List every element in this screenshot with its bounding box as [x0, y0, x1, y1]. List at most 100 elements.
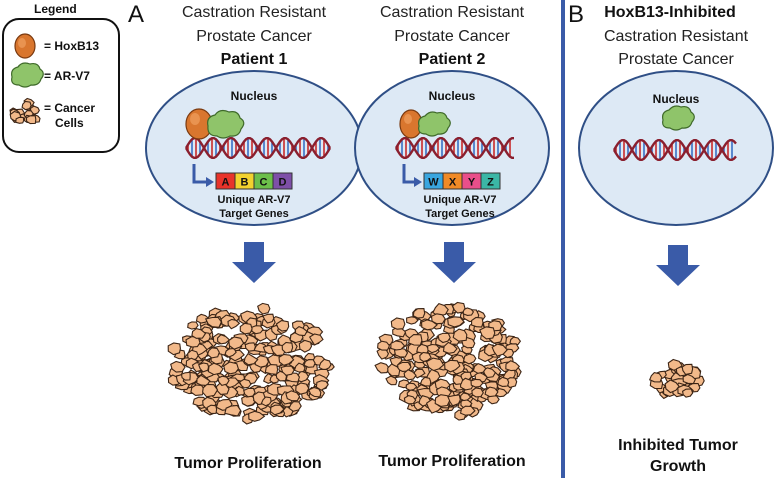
cancer-cell — [294, 325, 308, 337]
patient-1-result: Tumor Proliferation — [174, 455, 321, 472]
cancer-cell — [479, 326, 496, 340]
patient-1-gene-caption-line2: Target Genes — [219, 208, 289, 220]
gene-label: Y — [468, 177, 476, 189]
cancer-cell — [664, 379, 680, 394]
cancer-cell — [403, 369, 417, 381]
patient-2-transcription-arrow — [402, 164, 416, 184]
cancer-cell — [285, 390, 301, 402]
cancer-cell — [244, 342, 256, 352]
patient-2-tumor — [374, 301, 522, 421]
cancer-cell — [191, 327, 207, 339]
cancer-cell — [239, 322, 253, 335]
patient-1-nucleus-label: Nucleus — [231, 89, 278, 103]
cancer-cell — [318, 358, 332, 371]
gene-label: X — [449, 177, 457, 189]
cancer-cell — [434, 394, 451, 407]
cancer-cell — [15, 116, 25, 124]
cancer-cell — [308, 333, 324, 346]
cancer-cell — [444, 359, 461, 373]
cancer-cell — [403, 395, 417, 405]
cancer-cell — [197, 362, 210, 373]
patient-1-tumor — [167, 302, 335, 425]
legend-title: Legend — [34, 2, 77, 16]
cancer-cell — [223, 361, 240, 375]
cancer-cell — [207, 362, 224, 376]
cancer-cell — [387, 363, 401, 377]
cancer-cell — [280, 365, 295, 376]
panel-b-title-line2: Castration Resistant — [604, 28, 749, 45]
panel-a-letter: A — [128, 1, 144, 28]
cancer-cell — [295, 382, 310, 395]
cancer-cell — [484, 386, 499, 398]
legend-cancer-label-line1: = Cancer — [44, 101, 95, 115]
gene-box — [480, 172, 501, 190]
patient-2-transcription-arrowhead — [414, 177, 422, 187]
cancer-cell — [281, 341, 294, 354]
cancer-cell — [264, 364, 279, 375]
cancer-cell — [505, 360, 521, 372]
panel-divider — [561, 0, 565, 478]
panel-b-down-arrow — [656, 245, 700, 286]
patient-2-label: Patient 2 — [419, 51, 486, 68]
legend-cancer-label-line2: Cells — [55, 116, 84, 130]
cancer-cell — [260, 396, 272, 407]
cancer-cell — [170, 360, 186, 373]
legend-hoxb13-label: = HoxB13 — [44, 39, 99, 53]
panel-b: B HoxB13-Inhibited Castration Resistant … — [568, 1, 774, 475]
patient-1-dna — [184, 136, 332, 160]
cancer-cell — [243, 387, 256, 398]
gene-box — [272, 172, 293, 190]
cancer-cell — [238, 378, 252, 389]
cancer-cell — [195, 313, 210, 324]
cancer-cell — [377, 340, 391, 351]
cancer-cell — [288, 401, 302, 412]
cancer-cell — [21, 100, 32, 111]
gene-label: Z — [487, 177, 494, 189]
cancer-cell — [437, 332, 451, 344]
cancer-cell — [430, 313, 446, 325]
cancer-cell — [447, 316, 465, 328]
cancer-cell — [648, 371, 663, 383]
cancer-cell — [278, 353, 295, 366]
dna-strand — [612, 138, 737, 162]
cancer-cell — [460, 392, 472, 402]
panel-b-title-line1: HoxB13-Inhibited — [604, 4, 736, 21]
patient-1-arv7 — [207, 109, 245, 139]
dna-strand — [612, 138, 737, 162]
patient-2-gene-caption-line2: Target Genes — [425, 208, 495, 220]
cancer-cell — [217, 334, 231, 345]
gene-label: D — [279, 177, 287, 189]
cancer-cell — [471, 316, 484, 328]
cancer-cell — [224, 404, 242, 417]
cancer-cell — [167, 342, 181, 356]
cancer-cell — [303, 359, 316, 368]
cancer-cell — [482, 367, 497, 379]
patient-1-transcription-arrow — [192, 164, 208, 184]
panel-b-result-line2: Growth — [650, 458, 706, 475]
cancer-cell — [227, 318, 241, 330]
dna-strand — [394, 136, 514, 160]
cancer-cell — [248, 410, 266, 422]
cancer-cell — [390, 340, 406, 351]
dna-strand — [394, 136, 514, 160]
cancer-cell — [470, 378, 484, 388]
cancer-cell — [406, 316, 419, 325]
cancer-cell — [419, 351, 432, 363]
cancer-cell — [25, 115, 37, 125]
cancer-cell — [206, 404, 218, 414]
patient-2-down-arrow — [432, 242, 476, 283]
cancer-cell — [206, 347, 220, 359]
cancer-cell — [487, 395, 500, 405]
patient-1-title-line1: Castration Resistant — [182, 4, 327, 21]
gene-label: A — [222, 177, 230, 189]
patient-1-transcription-arrowhead — [206, 177, 214, 187]
panel-b-dna — [612, 138, 737, 162]
cancer-cell — [491, 343, 508, 357]
patient-1-gene-caption-line1: Unique AR-V7 — [218, 194, 291, 206]
panel-b-title-line3: Prostate Cancer — [618, 51, 734, 68]
cancer-cell — [412, 308, 426, 319]
cancer-cell — [269, 404, 285, 416]
patient-1-title-line2: Prostate Cancer — [196, 28, 312, 45]
